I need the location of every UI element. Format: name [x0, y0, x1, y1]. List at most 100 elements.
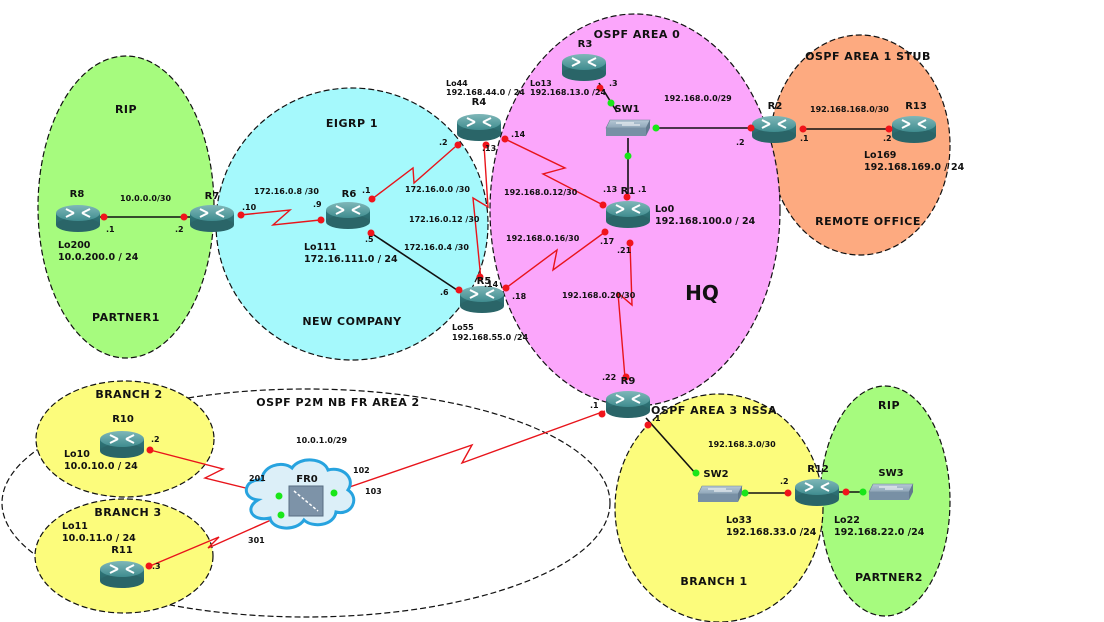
ip-label: .2: [780, 477, 789, 486]
switch-sw1[interactable]: [605, 119, 651, 137]
port-indicators: [100, 84, 893, 570]
link-r6-r4[interactable]: [371, 146, 456, 200]
ip-label: .14: [511, 130, 526, 139]
link-r1-r9[interactable]: [617, 242, 633, 379]
ip-label: .2: [151, 435, 160, 444]
zone-subtitle-branch1: BRANCH 1: [680, 575, 747, 588]
ip-label: .5: [365, 235, 374, 244]
zone-subtitle-partner1: PARTNER1: [92, 311, 160, 324]
link-r11-fr0[interactable]: [149, 515, 281, 567]
loopback-net-r1: 192.168.100.0 / 24: [655, 216, 756, 227]
loopback-name-r5: Lo55: [452, 323, 474, 332]
link-r5-r1[interactable]: [505, 231, 606, 289]
device-label-r13: R13: [905, 101, 927, 112]
device-label-r5: R5: [477, 276, 492, 287]
ip-label: .1: [638, 185, 647, 194]
zone-ospf-area1: [769, 34, 951, 256]
zone-subtitle-partner2: PARTNER2: [855, 571, 923, 584]
ip-label: .6: [440, 288, 449, 297]
ip-label: .2: [175, 225, 184, 234]
device-label-r6: R6: [342, 189, 357, 200]
ip-label: .1: [652, 414, 661, 423]
device-label-sw2: SW2: [703, 469, 728, 480]
network-label-r1-r9: 192.168.0.20/30: [562, 291, 636, 300]
router-r8[interactable]: [55, 204, 101, 233]
router-r7[interactable]: [189, 204, 235, 233]
router-r10[interactable]: [99, 430, 145, 459]
ip-label: .9: [313, 200, 322, 209]
router-r5[interactable]: [459, 285, 505, 314]
link-r7-r6[interactable]: [239, 209, 321, 226]
switch-sw3[interactable]: [868, 483, 914, 501]
zone-title-ospf-area2: OSPF P2M NB FR AREA 2: [256, 396, 419, 409]
frame-relay-cloud-fr0[interactable]: [245, 458, 356, 530]
router-r13[interactable]: [891, 115, 937, 144]
zone-title-rip-partner1: RIP: [115, 103, 137, 116]
router-r4[interactable]: [456, 113, 502, 142]
device-label-r12: R12: [807, 464, 829, 475]
device-label-sw1: SW1: [614, 104, 639, 115]
zone-title-ospf-area1: OSPF AREA 1 STUB: [805, 50, 931, 63]
loopback-net-r5: 192.168.55.0 /24: [452, 333, 528, 342]
ip-label: .13: [482, 144, 496, 153]
ip-label: .21: [617, 246, 632, 255]
device-label-r11: R11: [111, 545, 133, 556]
link-r9-sw2[interactable]: [645, 417, 697, 475]
loopback-name-r10: Lo10: [64, 449, 90, 460]
ip-label: .22: [602, 373, 616, 382]
router-r2[interactable]: [751, 115, 797, 144]
network-label-sw1-lan: 192.168.0.0/29: [664, 94, 732, 103]
link-r6-r5[interactable]: [370, 232, 461, 293]
network-label-r6-r5: 172.16.0.4 /30: [404, 243, 469, 252]
ip-label: .1: [800, 134, 809, 143]
network-label-r7-r6: 172.16.0.8 /30: [254, 187, 319, 196]
zone-subtitle-remote-office: REMOTE OFFICE: [815, 215, 921, 228]
loopback-name-sw2: Lo33: [726, 515, 752, 526]
network-label-fr-cloud: 10.0.1.0/29: [296, 436, 347, 445]
zone-rip-partner2: [819, 385, 951, 617]
ip-label: .3: [152, 562, 161, 571]
zone-subtitle-hq: HQ: [685, 281, 719, 305]
zone-title-ospf-area0: OSPF AREA 0: [594, 28, 681, 41]
network-label-r2-r13: 192.168.168.0/30: [810, 105, 889, 114]
zone-title-branch2: BRANCH 2: [95, 388, 162, 401]
device-label-sw3: SW3: [878, 468, 903, 479]
loopback-net-sw2: 192.168.33.0 /24: [726, 527, 817, 538]
device-label-r10: R10: [112, 414, 134, 425]
router-r9[interactable]: [605, 390, 651, 419]
loopback-name-r11: Lo11: [62, 521, 88, 532]
ip-label: .1: [106, 225, 115, 234]
zone-ospf-area2: [1, 388, 611, 618]
zone-title-branch3: BRANCH 3: [94, 506, 161, 519]
loopback-net-r12: 192.168.22.0 /24: [834, 527, 925, 538]
device-label-fr0: FR0: [296, 474, 318, 485]
ip-label: .1: [362, 186, 371, 195]
network-label-r4-r5: 172.16.0.12 /30: [409, 215, 480, 224]
loopback-net-r10: 10.0.10.0 / 24: [64, 461, 138, 472]
device-label-r9: R9: [621, 376, 636, 387]
router-r6[interactable]: [325, 201, 371, 230]
router-r1[interactable]: [605, 200, 651, 229]
ip-label: .2: [883, 134, 892, 143]
router-r3[interactable]: [561, 53, 607, 82]
device-label-r8: R8: [70, 189, 85, 200]
dlci-label-r10: 201: [249, 474, 266, 483]
network-label-r8-r7: 10.0.0.0/30: [120, 194, 171, 203]
router-r11[interactable]: [99, 560, 145, 589]
switch-sw2[interactable]: [697, 485, 743, 503]
ip-label: .2: [439, 138, 448, 147]
router-r12[interactable]: [794, 478, 840, 507]
loopback-net-r6: 172.16.111.0 / 24: [304, 254, 398, 265]
link-fr0-r9[interactable]: [334, 410, 606, 493]
dlci-label-103: 103: [365, 487, 382, 496]
dlci-label-r11: 301: [248, 536, 265, 545]
link-r4-r5[interactable]: [472, 144, 489, 281]
link-r10-fr0[interactable]: [149, 449, 279, 497]
device-label-r2: R2: [768, 101, 783, 112]
ip-label: .3: [609, 79, 618, 88]
loopback-name-r6: Lo111: [304, 242, 336, 253]
loopback-name-r4: Lo44: [446, 79, 468, 88]
link-r4-r1[interactable]: [504, 138, 604, 206]
loopback-name-r1: Lo0: [655, 204, 675, 215]
